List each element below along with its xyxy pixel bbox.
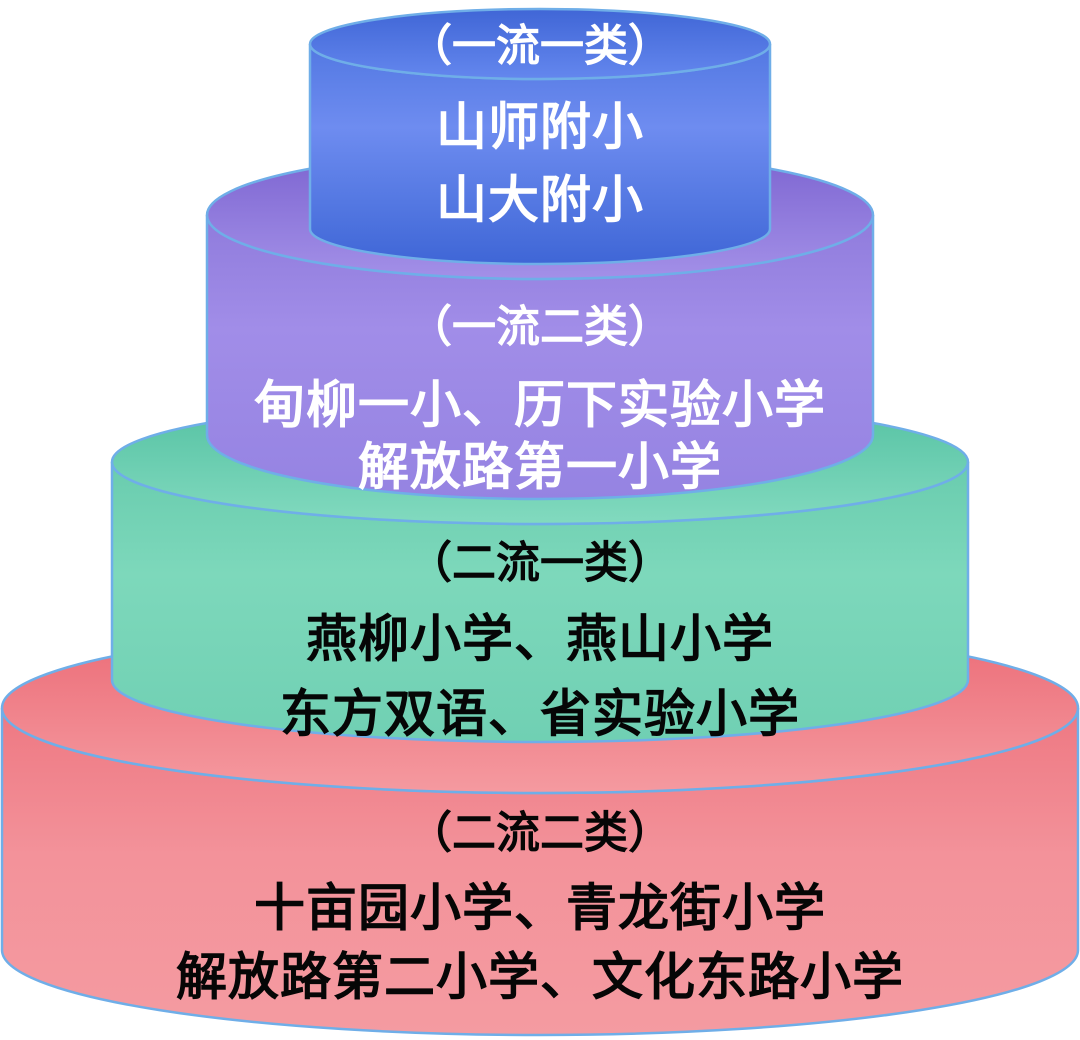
tier-1-schools-line-2: 山大附小 [436,172,644,229]
tier-4-schools-line-2: 解放路第二小学、文化东路小学 [176,949,904,1006]
tier-1-top-surface [308,7,772,81]
tier-3-schools-line-2: 东方双语、省实验小学 [280,686,800,743]
tier-3-label: （二流一类） [408,539,672,588]
tier-1-label: （一流一类） [408,22,672,71]
tier-4-schools-line-1: 十亩园小学、青龙街小学 [254,880,826,937]
tier-4-label: （二流二类） [408,809,672,858]
tier-2-schools-line-1: 甸柳一小、历下实验小学 [254,377,826,434]
tier-3-schools-line-1: 燕柳小学、燕山小学 [306,611,774,668]
tier-2-label: （一流二类） [408,303,672,352]
tier-1-schools-line-1: 山师附小 [436,99,644,156]
tier-2-schools-line-2: 解放路第一小学 [358,439,722,496]
tier-1-group: （一流一类） 山师附小 山大附小 [308,7,772,266]
